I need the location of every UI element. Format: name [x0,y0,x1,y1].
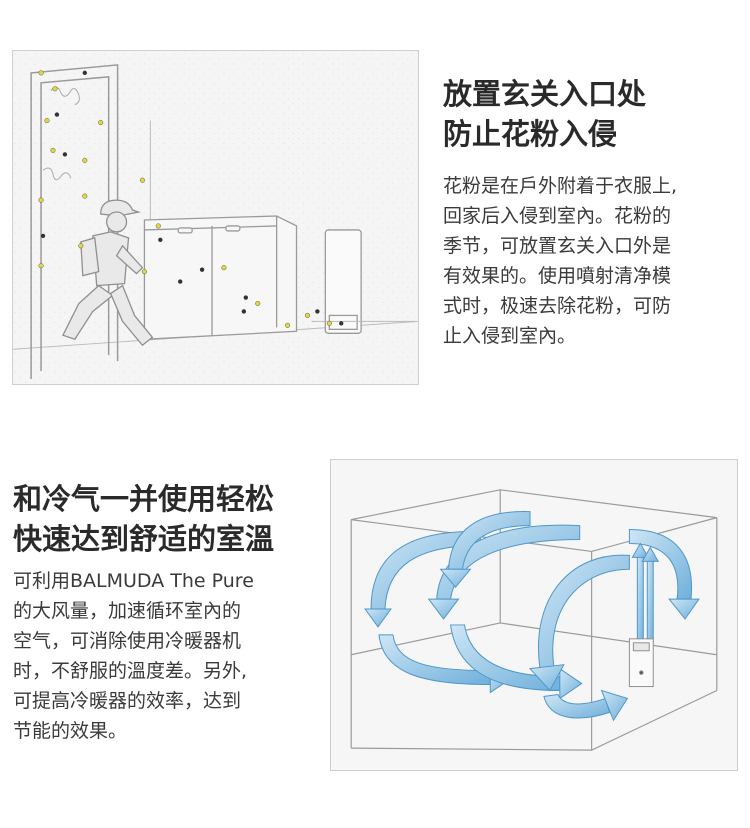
air-purifier-icon [324,229,362,334]
section1-description: 花粉是在戶外附着于衣服上, 回家后入侵到室內。花粉的 季节，可放置玄关入口外是 … [443,171,743,351]
section1-title: 放置玄关入口处 防止花粉入侵 [443,74,743,154]
section2-body-line: 节能的效果。 [13,720,128,742]
section2-body-line: 的大风量，加速循环室內的 [13,600,242,622]
section1-title-line: 防止花粉入侵 [443,117,618,151]
airflow-arrows [364,511,700,722]
section2-title-line: 和冷气一并使用轻松 [13,482,275,516]
section1-body-line: 花粉是在戶外附着于衣服上, [443,175,678,197]
person-icon [62,199,154,347]
section2-body-line: 可提高冷暖器的效率，达到 [13,690,242,712]
section1-body-line: 式时，极速去除花粉，可防 [443,295,672,317]
dust-dots [40,70,344,326]
section1-body-line: 止入侵到室內。 [443,325,577,347]
section2-body-line: 时，不舒服的溫度差。另外, [13,660,248,682]
cabinet-icon [143,215,298,340]
section2-title-line: 快速达到舒适的室溫 [13,522,275,556]
entrance-pollen-illustration [12,50,419,385]
room-airflow-illustration [330,459,738,771]
air-purifier-icon [628,638,654,688]
section2-title: 和冷气一并使用轻松 快速达到舒适的室溫 [13,479,323,559]
section2-description: 可利用BALMUDA The Pure 的大风量，加速循环室內的 空气，可消除使… [13,566,313,746]
section1-body-line: 有效果的。使用噴射清净模 [443,265,672,287]
section2-body-line: 可利用BALMUDA The Pure [13,570,254,592]
section1-body-line: 季节，可放置玄关入口外是 [443,235,672,257]
section2-body-line: 空气，可消除使用冷暖器机 [13,630,242,652]
section1-title-line: 放置玄关入口处 [443,77,647,111]
pollen-dots [38,70,332,328]
section1-body-line: 回家后入侵到室內。花粉的 [443,205,672,227]
